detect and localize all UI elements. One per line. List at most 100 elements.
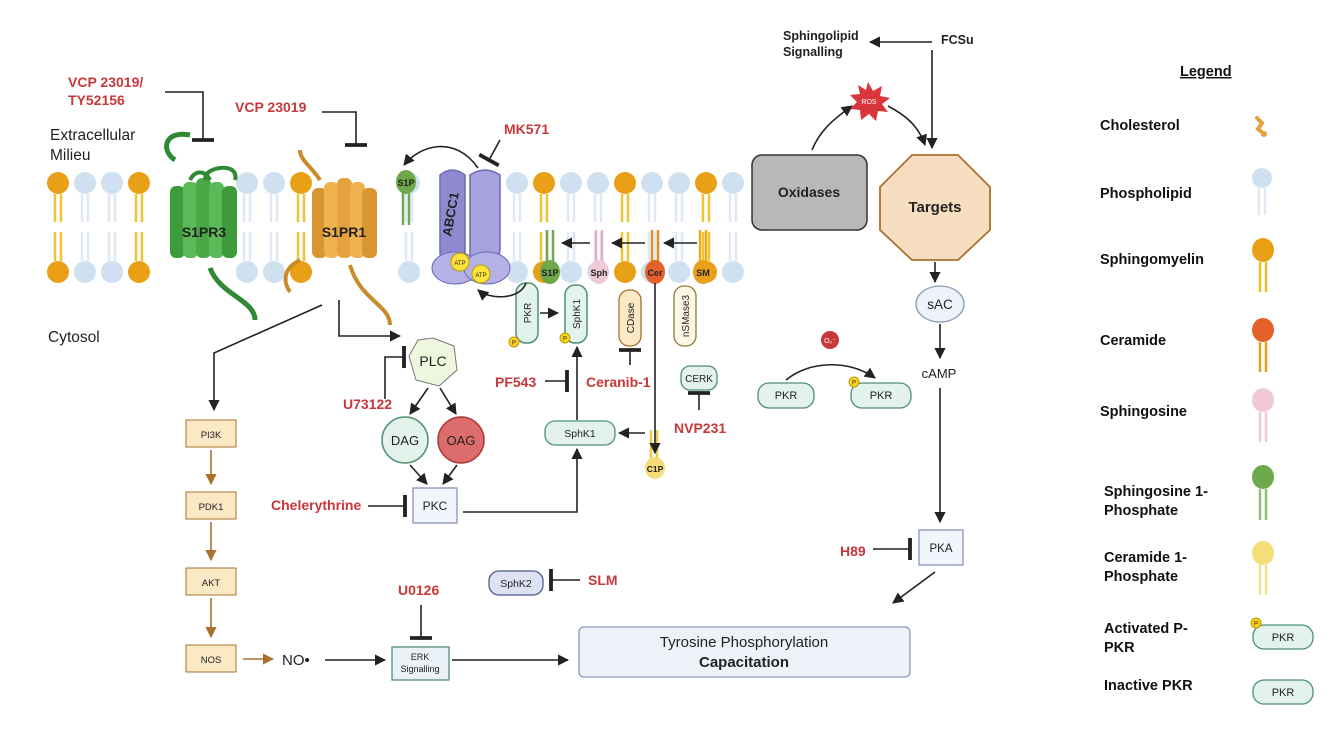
sphingolipid-label-1: Sphingolipid — [783, 29, 859, 43]
inhibitor-vcp-ty-line1: VCP 23019/ — [68, 74, 143, 90]
membrane-head-bottom — [290, 261, 312, 283]
sphk1-label: SphK1 — [564, 428, 596, 440]
legend-s1p-label-1: Sphingosine 1- — [1104, 484, 1208, 500]
oxidases-label: Oxidases — [778, 184, 840, 200]
region-milieu-label: Milieu — [50, 147, 90, 164]
s1pr3-label: S1PR3 — [182, 224, 227, 240]
membrane-head-bottom — [614, 261, 636, 283]
legend-activated-pkr-label-1: Activated P- — [1104, 621, 1188, 637]
membrane-head-top — [74, 172, 96, 194]
membrane-tail-bottom — [674, 232, 684, 261]
tyrosine-phosphorylation-label: Tyrosine Phosphorylation — [660, 634, 828, 651]
pi3k-node: PI3K — [185, 419, 237, 448]
legend-phospholipid-icon — [1252, 168, 1272, 215]
membrane-tail-top — [674, 194, 684, 222]
membrane-tail-bottom — [296, 232, 306, 261]
membrane-tail-top — [296, 194, 306, 222]
inhibitor-vcp: VCP 23019 — [235, 99, 307, 115]
cerk-label: CERK — [685, 374, 713, 385]
nsmase3-node: nSMase3 — [673, 285, 697, 347]
dag-label: DAG — [391, 433, 419, 448]
legend-ceramide-label: Ceramide — [1100, 333, 1166, 349]
legend-sphingomyelin-icon — [1252, 238, 1274, 292]
pi3k-chain-connectors — [205, 450, 275, 665]
cer-lipid: Cer — [645, 230, 665, 284]
p-badge-2: P — [563, 337, 567, 343]
membrane-tail-bottom — [647, 232, 657, 261]
membrane-head-top — [614, 172, 636, 194]
pka-label: PKA — [929, 543, 952, 555]
sm-label: SM — [696, 268, 710, 278]
atp-label-2: ATP — [475, 273, 486, 279]
membrane-tail-bottom — [404, 232, 414, 261]
capacitation-node: Tyrosine Phosphorylation Capacitation — [578, 626, 911, 678]
akt-label: AKT — [202, 578, 221, 589]
sphk1-vertical-label: SphK1 — [572, 299, 583, 329]
membrane-head-top — [533, 172, 555, 194]
pdk1-label: PDK1 — [199, 502, 224, 513]
pkr-inactive-node: PKR — [757, 382, 815, 409]
membrane-head-top — [641, 172, 663, 194]
membrane-head-top — [668, 172, 690, 194]
cdase-node: CDase — [618, 289, 642, 347]
c1p-label: C1P — [647, 464, 664, 474]
sphk2-label: SphK2 — [500, 578, 532, 590]
plc-node: PLC — [408, 337, 458, 387]
legend-activated-pkr-text: PKR — [1272, 632, 1295, 644]
p-badge-1: P — [512, 341, 516, 347]
erk-signalling-label: Signalling — [400, 664, 439, 674]
sphk1-vertical-node: SphK1 P — [559, 284, 588, 344]
sm-lipid: SM — [693, 230, 713, 284]
cerk-node: CERK — [680, 365, 718, 391]
s1p-lipid-bottom: S1P — [540, 230, 560, 284]
membrane-tail-top — [404, 194, 414, 222]
sphk1-node: SphK1 — [544, 420, 616, 446]
sph-lipid: Sph — [589, 230, 609, 284]
membrane-head-bottom — [236, 261, 258, 283]
fcsu-label: FCSu — [941, 33, 974, 47]
membrane-tail-top — [269, 194, 279, 222]
membrane-tail-top — [647, 194, 657, 222]
region-cytosol-label: Cytosol — [48, 329, 100, 346]
membrane-head-top — [506, 172, 528, 194]
membrane-head-top — [695, 172, 717, 194]
legend-c1p-label-2: Phosphate — [1104, 569, 1178, 585]
legend-cholesterol-icon — [1255, 116, 1267, 137]
pkc-label: PKC — [423, 499, 448, 513]
membrane-tail-bottom — [269, 232, 279, 261]
dag-node: DAG — [381, 416, 429, 464]
inhibitor-chelerythrine: Chelerythrine — [271, 497, 361, 513]
pkr-active-node: PKR P — [848, 376, 912, 409]
oag-label: OAG — [447, 433, 476, 448]
legend-activated-pkr-label-2: PKR — [1104, 640, 1135, 656]
akt-node: AKT — [185, 567, 237, 596]
nsmase3-label: nSMase3 — [681, 294, 692, 337]
membrane-tail-top — [728, 194, 738, 222]
legend-sphingosine-label: Sphingosine — [1100, 404, 1187, 420]
legend-c1p-label-1: Ceramide 1- — [1104, 550, 1187, 566]
membrane-tail-top — [107, 194, 117, 222]
legend: Legend Cholesterol Phospholipid Sphingom… — [1100, 64, 1314, 705]
membrane-head-top — [290, 172, 312, 194]
legend-s1p-label-2: Phosphate — [1104, 503, 1178, 519]
ros-label: ROS — [861, 99, 877, 106]
inhibitor-mk571: MK571 — [504, 121, 549, 137]
membrane-tail-bottom — [80, 232, 90, 261]
pka-node: PKA — [918, 529, 964, 566]
membrane-tail-top — [620, 194, 630, 222]
legend-title: Legend — [1180, 64, 1232, 80]
plc-label: PLC — [419, 353, 446, 369]
connectors — [165, 36, 946, 666]
membrane-tail-top — [701, 194, 711, 222]
legend-activated-pkr-icon: PKR P — [1250, 617, 1314, 650]
cdase-label: CDase — [626, 302, 637, 333]
nos-label: NOS — [201, 655, 222, 666]
membrane-tail-bottom — [107, 232, 117, 261]
p-badge-3: P — [852, 381, 856, 387]
region-extracellular-label: Extracellular — [50, 127, 135, 144]
membrane-tail-bottom — [566, 232, 576, 261]
erk-label: ERK — [411, 652, 430, 662]
membrane-tail-bottom — [620, 232, 630, 261]
membrane-head-bottom — [398, 261, 420, 283]
